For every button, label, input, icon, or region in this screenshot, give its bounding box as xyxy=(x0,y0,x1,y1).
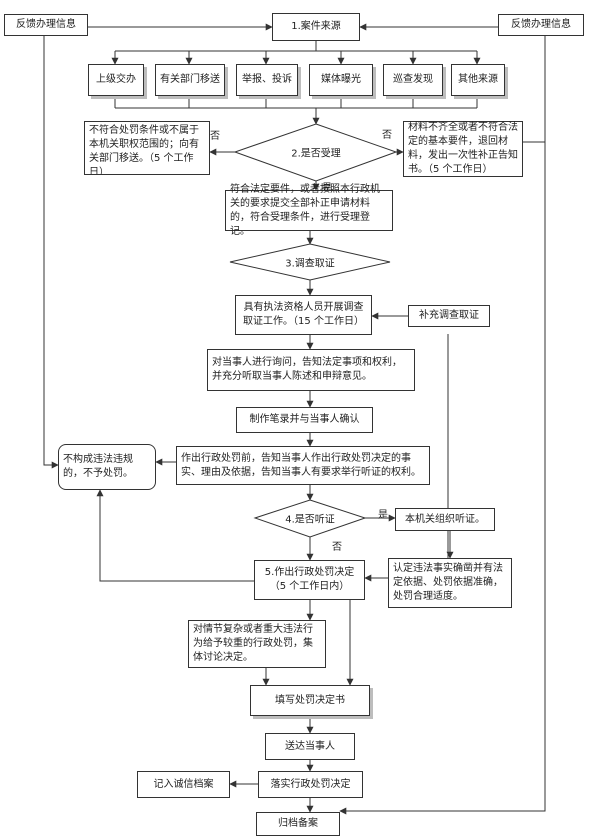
implement-decision-box: 落实行政处罚决定 xyxy=(258,771,363,798)
archive-box: 归档备案 xyxy=(256,812,340,836)
feedback-left-box: 反馈办理信息 xyxy=(4,14,88,36)
decision-hearing-label: 4.是否听证 xyxy=(285,514,335,526)
investigate-box: 具有执法资格人员开展调查取证工作。（15 个工作日） xyxy=(235,295,372,335)
organize-hearing-box: 本机关组织听证。 xyxy=(395,508,495,531)
decision-accept-label: 2.是否受理 xyxy=(291,148,341,160)
hearing-no-label: 否 xyxy=(332,542,342,553)
record-confirm-box: 制作笔录并与当事人确认 xyxy=(236,407,373,433)
deliver-party-box: 送达当事人 xyxy=(265,733,355,760)
accept-yes-label: 是 xyxy=(322,183,332,194)
credit-record-box: 记入诚信档案 xyxy=(137,771,230,798)
source-department-box: 有关部门移送 xyxy=(155,64,225,96)
decision-investigate-diamond xyxy=(229,243,391,281)
hearing-yes-label: 是 xyxy=(378,510,388,521)
accept-register-box: 符合法定要件，或者按照本行政机关的要求提交全部补正申请材料的，符合受理条件，进行… xyxy=(225,184,393,237)
step-case-source-box: 1.案件来源 xyxy=(272,13,360,41)
decision-hearing-diamond xyxy=(253,499,367,538)
accept-no-right-label: 否 xyxy=(382,130,392,141)
no-violation-box: 不构成违法违规的，不予处罚。 xyxy=(58,444,156,490)
inquiry-box: 对当事人进行询问，告知法定事项和权利，并充分听取当事人陈述和申辩意见。 xyxy=(207,349,415,391)
decision-accept-diamond xyxy=(233,123,398,182)
collective-discussion-box: 对情节复杂或者重大违法行为给予较重的行政处罚，集体讨论决定。 xyxy=(188,620,326,668)
incomplete-materials-box: 材料不齐全或者不符合法定的基本要件，退回材料，发出一次性补正告知书。（5 个工作… xyxy=(403,121,523,177)
pre-penalty-notice-box: 作出行政处罚前，告知当事人作出行政处罚决定的事实、理由及依据，告知当事人有要求举… xyxy=(176,446,430,485)
source-report-box: 举报、投诉 xyxy=(236,64,298,96)
decision-investigate-label: 3.调查取证 xyxy=(285,258,335,270)
supplement-investigation-box: 补充调查取证 xyxy=(408,305,490,327)
source-patrol-box: 巡查发现 xyxy=(383,64,443,96)
facts-confirmed-box: 认定违法事实确凿并有法定依据、处罚依据准确，处罚合理适度。 xyxy=(388,558,512,608)
source-superior-box: 上级交办 xyxy=(88,64,144,96)
feedback-right-box: 反馈办理信息 xyxy=(498,14,584,36)
not-jurisdiction-box: 不符合处罚条件或不属于本机关职权范围的；向有关部门移送。（5 个工作日） xyxy=(84,121,210,175)
source-media-box: 媒体曝光 xyxy=(309,64,373,96)
penalty-decision-box: 5.作出行政处罚决定（5 个工作日内） xyxy=(254,560,365,600)
write-decision-box: 填写处罚决定书 xyxy=(250,685,370,716)
accept-no-left-label: 否 xyxy=(210,131,220,142)
source-other-box: 其他来源 xyxy=(451,64,505,96)
